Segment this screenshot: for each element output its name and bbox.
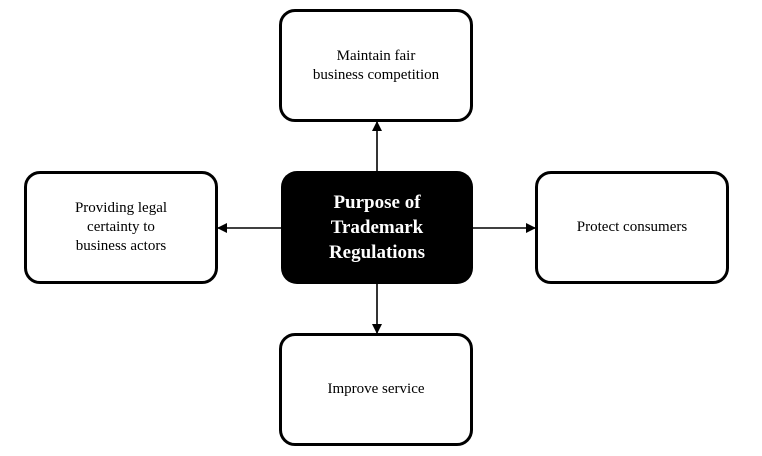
central-node-purpose: Purpose of Trademark Regulations (281, 171, 473, 284)
node-label-top: Maintain fair business competition (312, 47, 440, 83)
node-improve-service: Improve service (279, 333, 473, 446)
node-label-right: Protect consumers (576, 219, 688, 235)
node-label-bottom: Improve service (327, 381, 425, 397)
node-legal-certainty: Providing legal certainty to business ac… (24, 171, 218, 284)
node-label-left: Providing legal certainty to business ac… (74, 200, 168, 254)
node-protect-consumers: Protect consumers (535, 171, 729, 284)
node-maintain-fair-competition: Maintain fair business competition (279, 9, 473, 122)
central-node-label: Purpose of Trademark Regulations (328, 192, 426, 263)
